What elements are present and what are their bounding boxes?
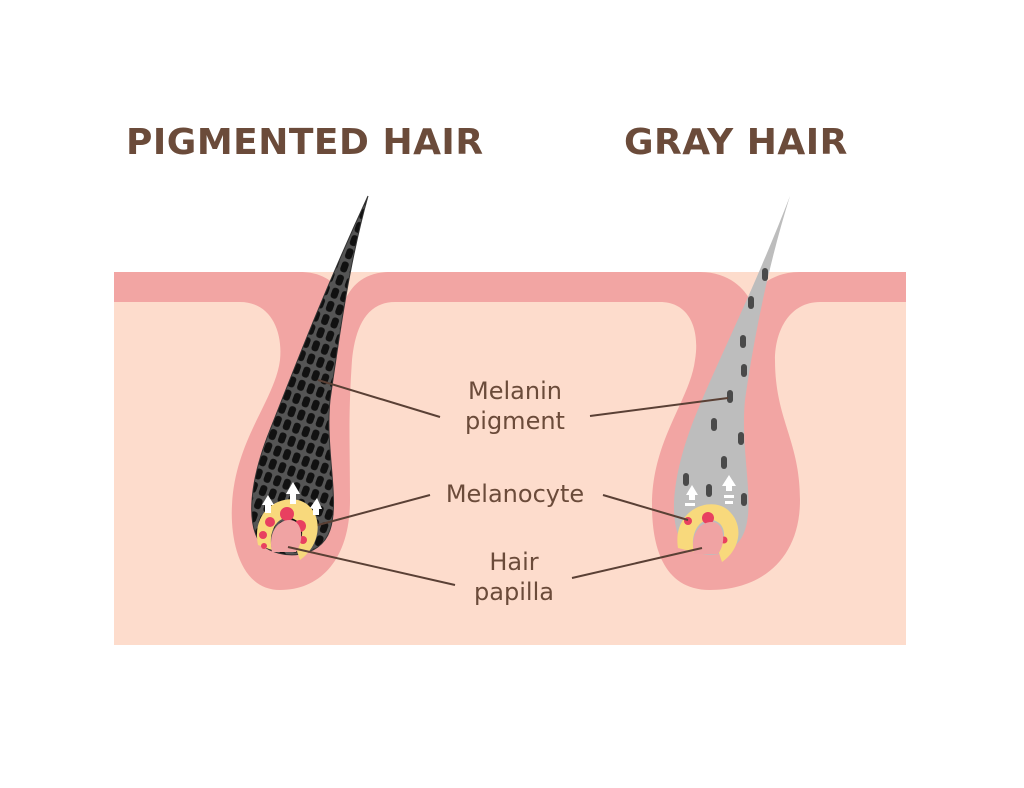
papilla-gray [692, 522, 724, 554]
pigmented-hair [251, 195, 369, 560]
label-melanin-line1: Melanin [468, 377, 562, 405]
melanocyte-gray [677, 504, 739, 562]
label-papilla-line2: papilla [474, 578, 554, 606]
papilla-pigmented [270, 520, 302, 552]
melanocyte-dot [702, 512, 714, 524]
label-hair-papilla: Hair papilla [474, 547, 554, 607]
leader-lines [287, 379, 729, 586]
title-pigmented-hair: PIGMENTED HAIR [126, 122, 484, 163]
label-melanin-pigment: Melanin pigment [465, 376, 565, 436]
hair-shaft-pigmented [251, 195, 369, 556]
melanocyte-dot [259, 531, 267, 539]
arrow-up-icon [262, 482, 322, 515]
gray-hair-pigment-dashes [683, 268, 768, 506]
hair-shaft-gray [673, 196, 790, 555]
title-gray-hair: GRAY HAIR [624, 122, 848, 163]
label-papilla-line1: Hair [489, 548, 539, 576]
label-melanocyte: Melanocyte [445, 480, 585, 508]
melanocyte-pigmented [256, 499, 318, 560]
melanocyte-dot [265, 517, 275, 527]
gray-hair [673, 196, 790, 562]
melanocyte-dot [280, 507, 294, 521]
label-melanin-line2: pigment [465, 407, 565, 435]
melanocyte-dot [261, 543, 267, 549]
arrow-up-icon [685, 475, 736, 506]
